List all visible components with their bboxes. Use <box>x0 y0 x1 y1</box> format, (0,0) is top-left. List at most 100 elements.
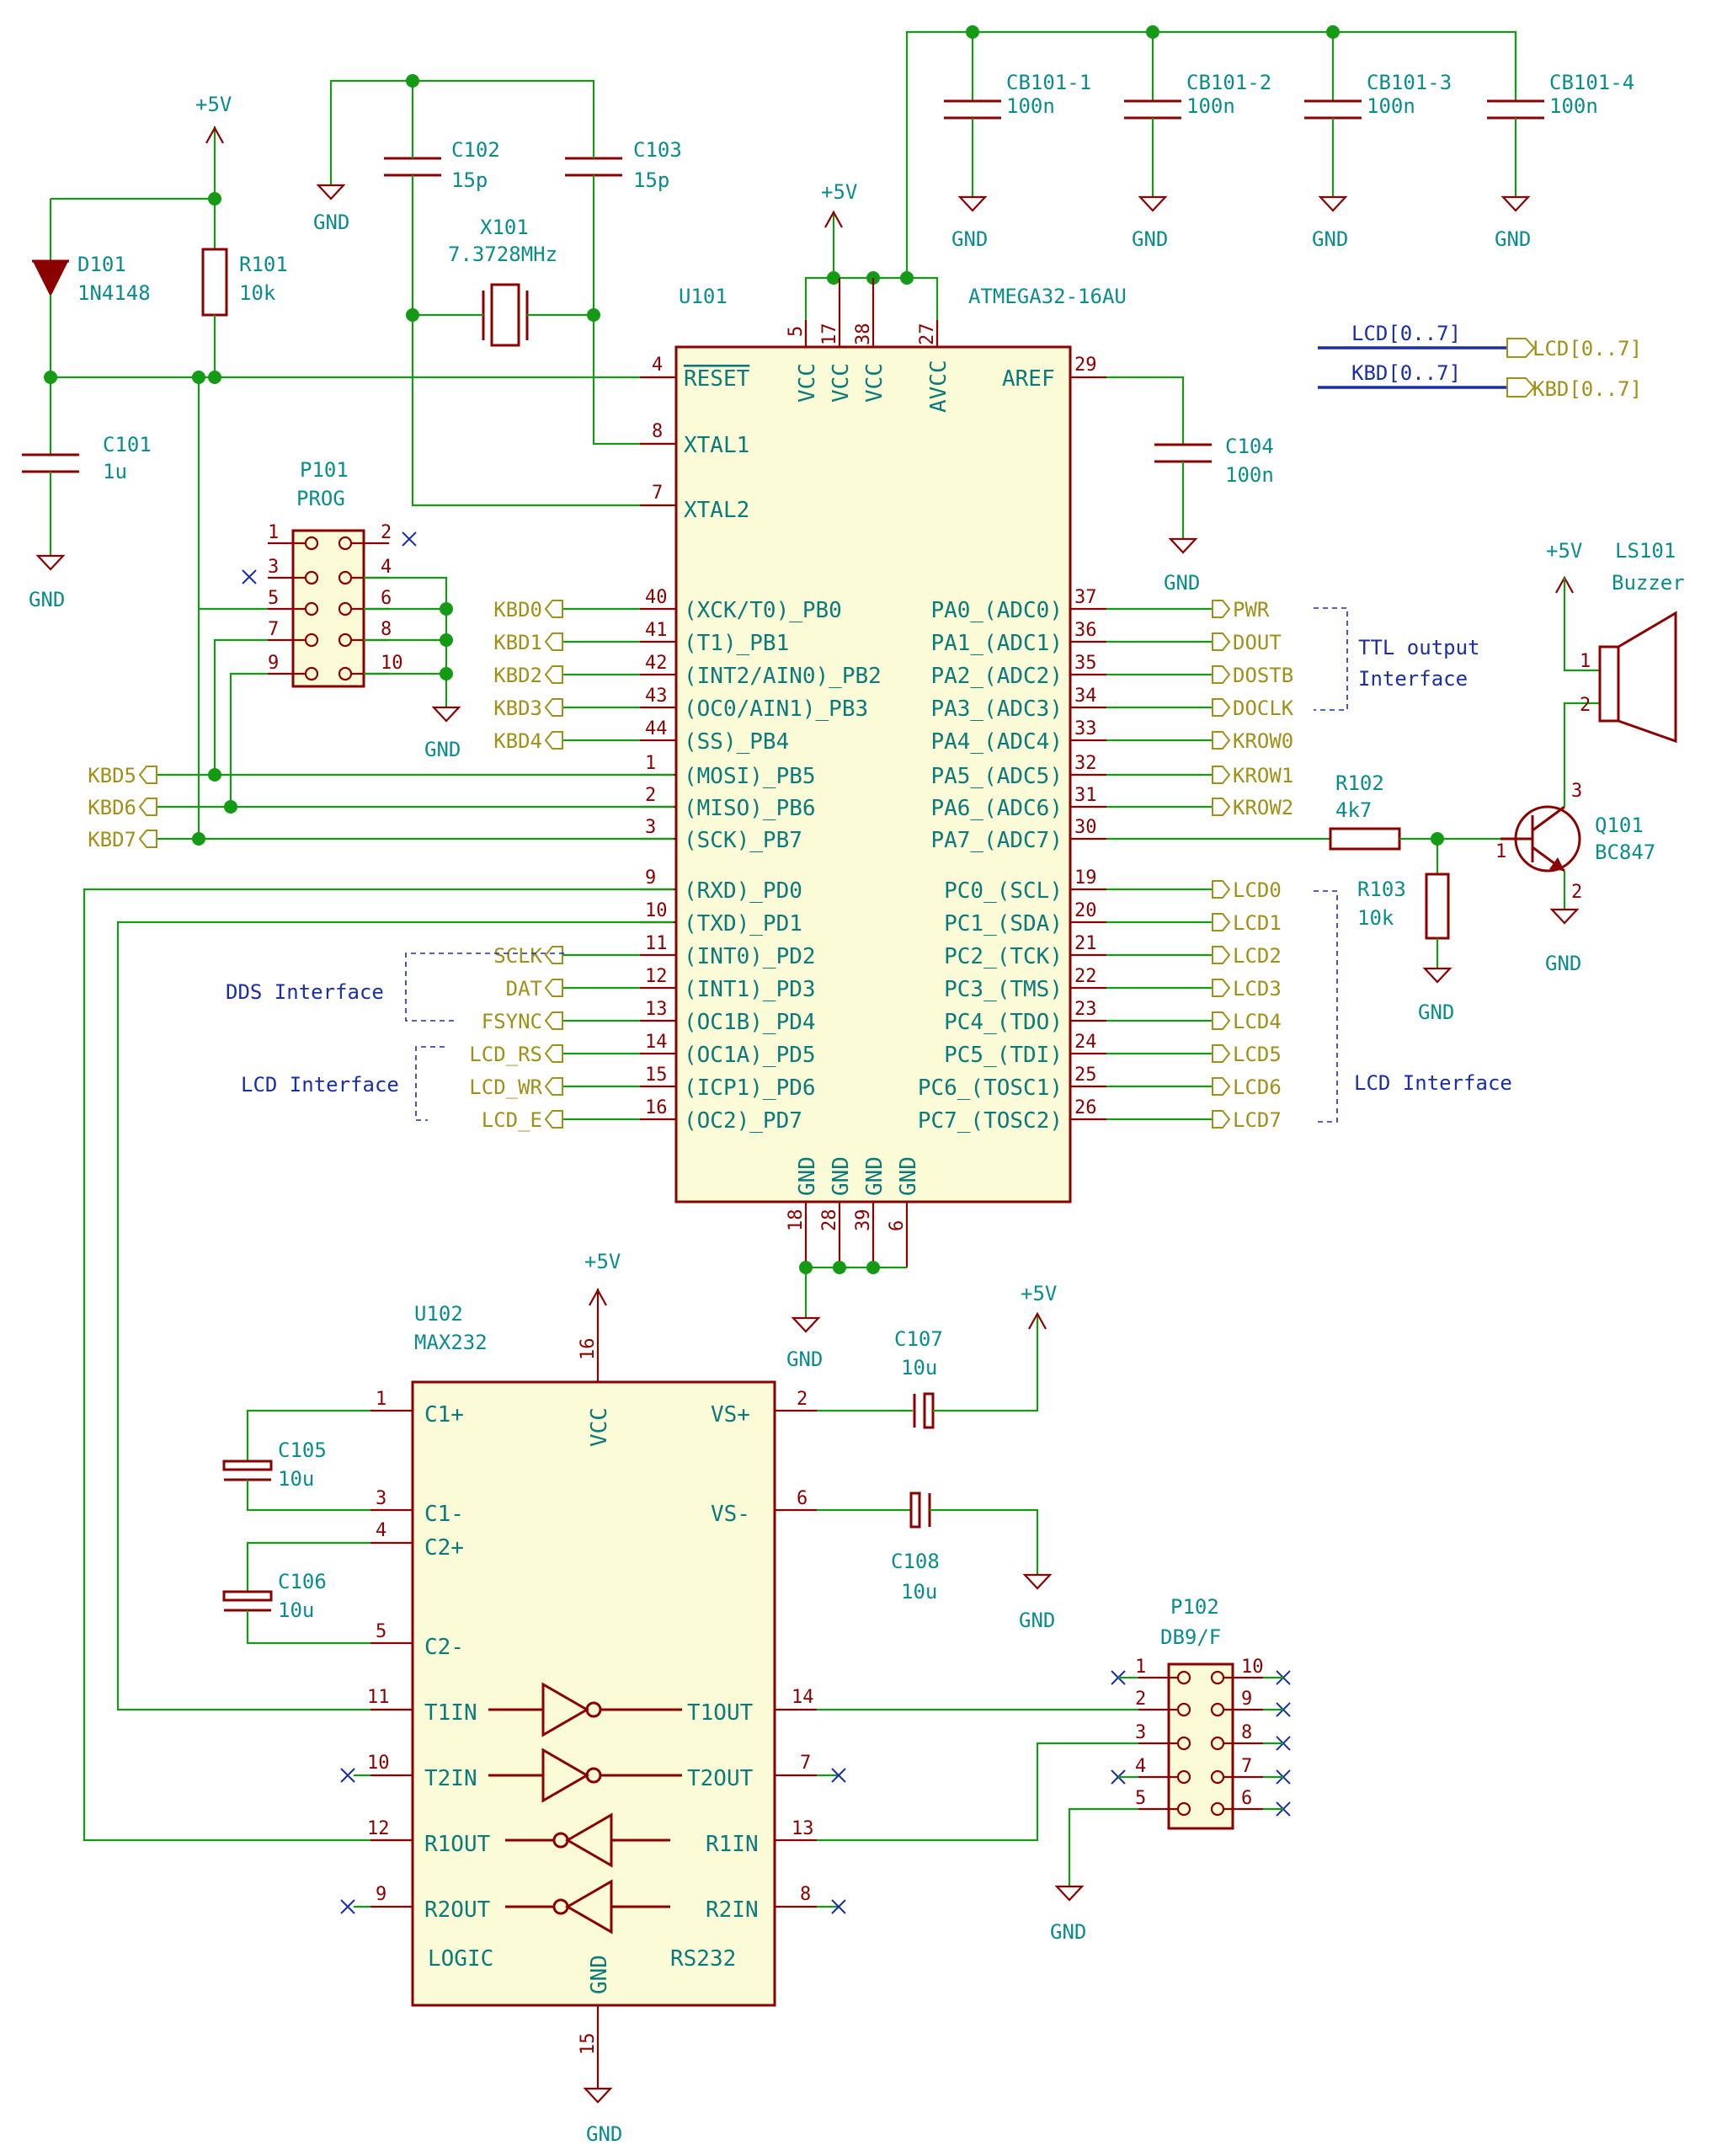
p102-pin-number: 10 <box>1241 1657 1264 1678</box>
svg-text:11: 11 <box>367 1687 390 1708</box>
ic-u101: U101 ATMEGA32-16AU +5V 5 17 38 27 VCC VC… <box>469 180 1294 1371</box>
svg-text:+5V: +5V <box>821 180 857 204</box>
global-label-kbd6: KBD6 <box>88 796 136 819</box>
svg-text:D101: D101 <box>77 253 126 276</box>
global-label-lcd1: LCD1 <box>1233 911 1282 935</box>
svg-text:+5V: +5V <box>1021 1282 1057 1305</box>
u101-pin-name: (RXD)_PD0 <box>684 878 802 904</box>
svg-text:ATMEGA32-16AU: ATMEGA32-16AU <box>968 285 1127 308</box>
global-label-flag <box>544 979 563 997</box>
svg-text:4: 4 <box>652 355 663 376</box>
capacitor-c101: GND C101 1u <box>22 377 152 611</box>
p102-pin-number: 1 <box>1135 1657 1146 1678</box>
svg-text:1N4148: 1N4148 <box>77 281 151 305</box>
global-label-flag <box>544 632 563 651</box>
svg-text:GND: GND <box>29 588 65 611</box>
svg-text:R1IN: R1IN <box>706 1832 759 1857</box>
global-label-flag <box>544 731 563 750</box>
u101-pin-number: 43 <box>645 686 668 707</box>
u101-pin-name: (OC1A)_PD5 <box>684 1043 816 1068</box>
svg-text:KBD[0..7]: KBD[0..7] <box>1351 361 1461 385</box>
svg-text:100n: 100n <box>1225 463 1274 487</box>
global-label-flag <box>1212 1077 1231 1096</box>
p101-pin-number: 1 <box>268 522 279 543</box>
svg-text:C108: C108 <box>891 1550 940 1573</box>
global-label-flag <box>1212 731 1231 750</box>
diode-d101: D101 1N4148 <box>32 199 151 377</box>
u101-pin-number: 31 <box>1074 785 1097 806</box>
svg-text:9: 9 <box>376 1884 386 1905</box>
svg-text:10u: 10u <box>278 1598 314 1622</box>
p101-pin-number: 8 <box>381 619 392 640</box>
svg-text:GND: GND <box>424 738 461 761</box>
u101-pin-name: PA7_(ADC7) <box>930 828 1063 853</box>
global-label-flag <box>1212 798 1231 816</box>
svg-text:7: 7 <box>652 483 663 504</box>
u101-pin-name: PC6_(TOSC1) <box>918 1075 1063 1101</box>
svg-text:5: 5 <box>376 1621 386 1642</box>
capacitor-cb101-4: GND CB101-4 100n <box>1487 32 1634 251</box>
u101-pin-name: PA5_(ADC5) <box>930 764 1063 789</box>
u101-pin-number: 42 <box>645 653 668 674</box>
svg-text:CB101-3: CB101-3 <box>1367 71 1452 94</box>
p101-pin-number: 2 <box>381 522 392 543</box>
u101-pin-number: 1 <box>645 753 656 774</box>
svg-text:CB101-2: CB101-2 <box>1186 71 1271 94</box>
u101-pin-name: (T1)_PB1 <box>684 631 789 656</box>
capacitor-c104: GND C104 100n <box>1106 376 1274 595</box>
svg-text:100n: 100n <box>1549 94 1598 118</box>
svg-text:P101: P101 <box>300 458 349 482</box>
svg-text:VS+: VS+ <box>711 1402 750 1428</box>
svg-text:2: 2 <box>797 1389 808 1410</box>
resistor-r102: R102 4k7 <box>1106 771 1500 851</box>
svg-text:R103: R103 <box>1357 878 1406 901</box>
svg-text:GND: GND <box>1050 1920 1086 1944</box>
u101-pin-name: (OC0/AIN1)_PB3 <box>684 696 868 722</box>
svg-text:R101: R101 <box>239 253 288 276</box>
svg-text:XTAL2: XTAL2 <box>684 498 749 523</box>
svg-text:C102: C102 <box>451 138 500 162</box>
global-label-lcd_rs: LCD_RS <box>469 1043 542 1066</box>
svg-text:LS101: LS101 <box>1615 539 1676 563</box>
global-label-flag <box>544 698 563 717</box>
u101-pin-number: 37 <box>1074 587 1097 608</box>
global-label-flag <box>1212 698 1231 717</box>
p101-pin-number: 9 <box>268 653 279 674</box>
svg-text:100n: 100n <box>1367 94 1415 118</box>
u101-pin-name: PC0_(SCL) <box>944 878 1063 904</box>
svg-text:VS-: VS- <box>711 1502 750 1527</box>
u101-pin-number: 34 <box>1074 686 1097 707</box>
svg-text:VCC: VCC <box>795 363 820 403</box>
global-label-lcd4: LCD4 <box>1233 1010 1282 1033</box>
crystal-x101: X101 7.3728MHz <box>448 216 557 347</box>
svg-text:39: 39 <box>853 1209 874 1232</box>
decoupling-section: GND CB101-1 100n GND CB101-2 100n GND CB… <box>905 25 1634 278</box>
svg-text:17: 17 <box>819 323 840 346</box>
svg-text:18: 18 <box>786 1209 807 1232</box>
global-label-lcd0: LCD0 <box>1233 878 1282 902</box>
global-label-flag <box>1212 1044 1231 1063</box>
svg-text:100n: 100n <box>1006 94 1055 118</box>
p102-pin-number: 9 <box>1241 1689 1252 1710</box>
buzzer-ls101: +5V 1 2 LS101 Buzzer <box>1546 539 1685 744</box>
global-label-flag <box>1212 913 1231 931</box>
svg-text:LCD[0..7]: LCD[0..7] <box>1351 322 1461 345</box>
global-label-flag <box>544 1110 563 1129</box>
u101-pin-name: (XCK/T0)_PB0 <box>684 598 842 623</box>
u101-pin-number: 23 <box>1074 999 1097 1020</box>
global-label-lcd5: LCD5 <box>1233 1043 1282 1066</box>
svg-text:4: 4 <box>376 1520 386 1541</box>
svg-text:13: 13 <box>792 1818 814 1839</box>
global-label-flag <box>1212 632 1231 651</box>
svg-text:10: 10 <box>367 1753 390 1774</box>
ic-u102: U102 MAX232 +5V 16 VCC GND 15 GND 1 C1+ … <box>222 1250 1057 2146</box>
u101-pin-number: 41 <box>645 620 668 641</box>
global-label-dostb: DOSTB <box>1233 664 1293 687</box>
svg-text:C104: C104 <box>1225 435 1274 458</box>
global-label-flag <box>544 665 563 684</box>
capacitor-c108: GND C108 10u <box>817 1492 1055 1632</box>
u101-pin-number: 32 <box>1074 753 1097 774</box>
u101-pin-name: (SS)_PB4 <box>684 729 789 755</box>
